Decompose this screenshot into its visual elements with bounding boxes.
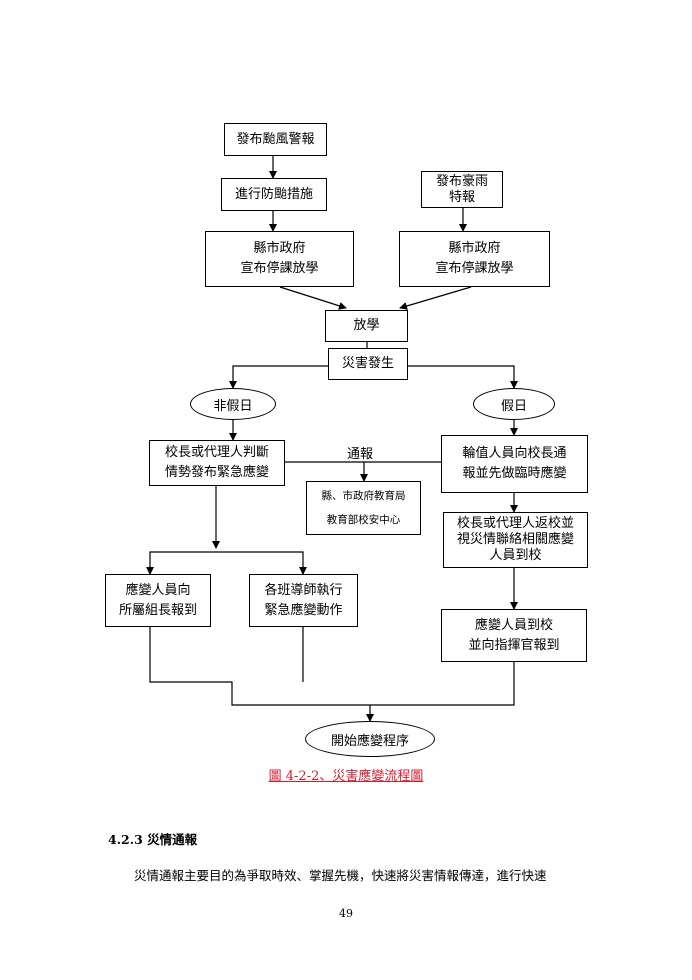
holiday-text: 假日 [500,398,527,414]
start-response-text: 開始應變程序 [330,733,409,749]
teachers-action-line-1: 各班導師執行 [264,582,343,598]
duty-staff-box: 輪值人員向校長通 報並先做臨時應變 [441,435,588,493]
disaster-occurs-text: 災害發生 [341,356,394,371]
duty-staff-line-1: 輪值人員向校長通 [462,446,567,461]
report-agency-line-1: 縣、市政府教育局 [321,490,406,502]
holiday-ellipse: 假日 [473,388,555,420]
heavy-rain-line-2: 特報 [448,189,475,205]
staff-arrive-line-2: 並向指揮官報到 [468,637,560,653]
teachers-action-box: 各班導師執行 緊急應變動作 [249,574,358,627]
principal-return-line-3: 人員到校 [489,548,542,563]
typhoon-prevention-text: 進行防颱措施 [234,186,313,202]
disaster-occurs-box: 災害發生 [328,348,408,380]
heavy-rain-line-1: 發布豪雨 [435,173,488,189]
section-body-text: 災情通報主要目的為爭取時效、掌握先機，快速將災害情報傳達，進行快速 [134,868,547,883]
left-class-suspension-box: 縣市政府 宣布停課放學 [205,231,354,287]
left-suspension-line-1: 縣市政府 [253,241,306,256]
heavy-rain-warning-box: 發布豪雨 特報 [421,171,503,208]
dismiss-school-text: 放學 [353,318,380,333]
right-suspension-line-2: 宣布停課放學 [435,261,514,276]
non-holiday-ellipse: 非假日 [190,388,276,420]
left-suspension-line-2: 宣布停課放學 [240,261,319,276]
staff-report-box: 應變人員向 所屬組長報到 [105,574,211,627]
duty-staff-line-2: 報並先做臨時應變 [462,466,567,481]
report-agency-line-2: 教育部校安中心 [326,514,401,526]
principal-return-box: 校長或代理人返校並 視災情聯絡相關應變 人員到校 [443,512,588,568]
page-number: 49 [339,907,353,920]
principal-return-line-2: 視災情聯絡相關應變 [456,532,574,547]
typhoon-warning-text: 發布颱風警報 [236,131,315,147]
right-class-suspension-box: 縣市政府 宣布停課放學 [399,231,550,287]
principal-judgment-box: 校長或代理人判斷 情勢發布緊急應變 [149,440,285,486]
typhoon-prevention-box: 進行防颱措施 [221,178,327,211]
figure-caption: 圖 4-2-2、災害應變流程圖 [268,769,424,784]
typhoon-warning-box: 發布颱風警報 [224,123,327,156]
principal-return-line-1: 校長或代理人返校並 [456,516,574,531]
right-suspension-line-1: 縣市政府 [448,241,501,256]
staff-report-line-2: 所屬組長報到 [118,602,197,618]
dismiss-school-box: 放學 [325,310,408,342]
start-response-ellipse: 開始應變程序 [305,721,435,757]
staff-arrive-line-1: 應變人員到校 [474,617,553,633]
flowchart-connectors [146,156,518,722]
non-holiday-text: 非假日 [213,398,253,414]
notify-label: 通報 [347,447,374,462]
teachers-action-line-2: 緊急應變動作 [264,602,343,618]
disaster-response-flowchart: 發布颱風警報 進行防颱措施 發布豪雨 特報 縣市政府 宣布停課放學 縣市政府 宣… [105,123,588,757]
staff-arrive-box: 應變人員到校 並向指揮官報到 [441,609,587,662]
report-agencies-box: 縣、市政府教育局 教育部校安中心 [306,481,421,535]
principal-judgment-line-2: 情勢發布緊急應變 [164,465,269,480]
staff-report-line-1: 應變人員向 [125,582,191,598]
section-heading: 4.2.3 災情通報 [108,832,198,847]
principal-judgment-line-1: 校長或代理人判斷 [164,445,269,460]
